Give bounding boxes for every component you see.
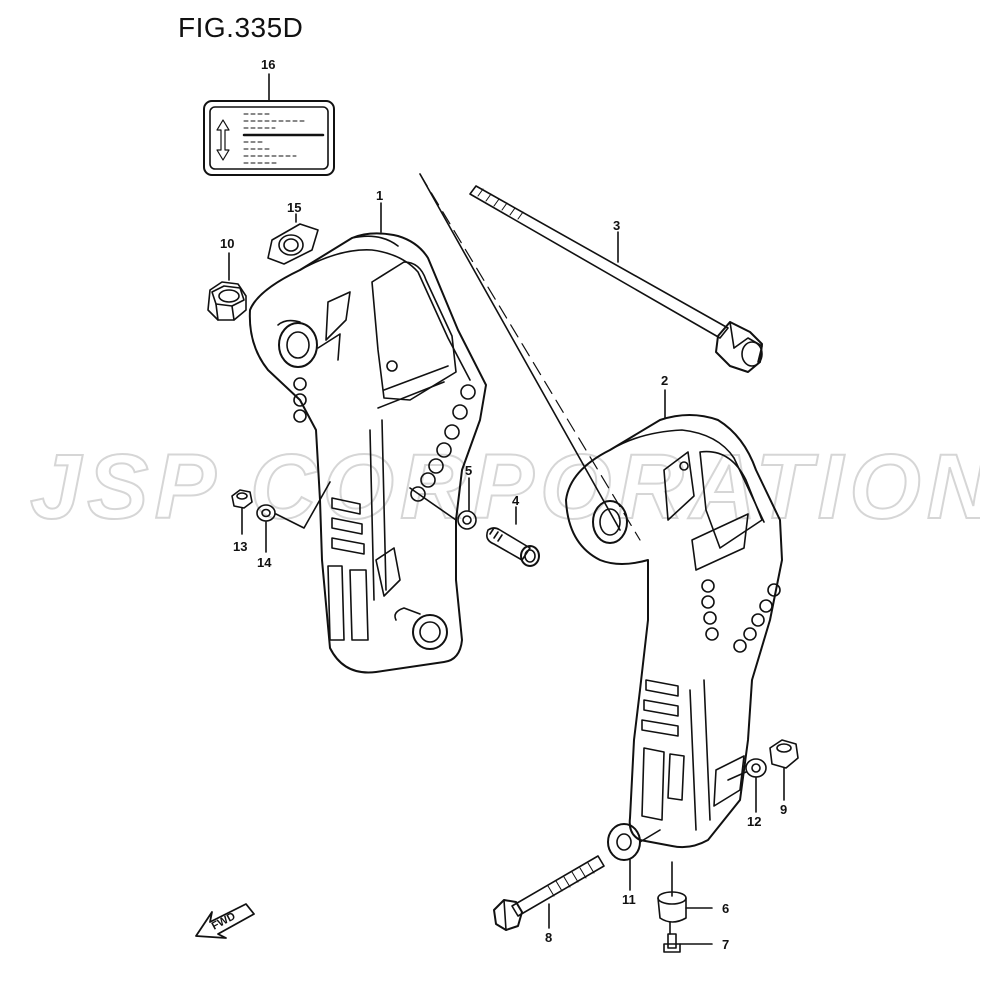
adjustment-holes-right [701,579,781,653]
part-12-washer[interactable] [727,758,767,813]
part-6-bushing[interactable] [657,861,713,923]
part-number-labels: 16 15 10 1 3 2 5 4 13 14 9 12 11 6 7 8 [220,57,787,952]
part-13-nut[interactable] [231,489,253,535]
part-10-nut[interactable] [207,252,247,321]
fwd-arrow-icon: FWD [195,903,255,939]
part-11-large-washer[interactable] [607,823,661,891]
part-5-washer[interactable] [409,477,477,530]
label-8[interactable]: 8 [545,930,552,945]
label-5[interactable]: 5 [465,463,472,478]
label-1[interactable]: 1 [376,188,383,203]
label-16[interactable]: 16 [261,57,275,72]
part-3-long-bolt[interactable] [419,173,763,541]
label-7[interactable]: 7 [722,937,729,952]
part-9-nut[interactable] [769,739,799,801]
label-4[interactable]: 4 [512,493,520,508]
label-2[interactable]: 2 [661,373,668,388]
label-15[interactable]: 15 [287,200,301,215]
part-14-washer[interactable] [256,481,331,553]
part-2-clamp-bracket-right[interactable] [419,173,783,849]
adjustment-holes-left [293,377,476,502]
label-11[interactable]: 11 [622,892,636,907]
label-12[interactable]: 12 [747,814,761,829]
label-3[interactable]: 3 [613,218,620,233]
arrow-updown-icon [216,119,230,161]
part-16-label-decal[interactable] [203,73,335,176]
part-1-clamp-bracket-left[interactable] [248,202,487,674]
part-7-screw[interactable] [663,921,713,953]
label-10[interactable]: 10 [220,236,234,251]
label-6[interactable]: 6 [722,901,729,916]
fwd-label: FWD [210,910,238,932]
label-14[interactable]: 14 [257,555,272,570]
part-8-bolt[interactable] [493,855,605,931]
label-13[interactable]: 13 [233,539,247,554]
label-9[interactable]: 9 [780,802,787,817]
part-4-pin[interactable] [486,506,540,567]
part-15-plate[interactable] [267,213,319,265]
figure-title: FIG.335D [178,12,304,43]
